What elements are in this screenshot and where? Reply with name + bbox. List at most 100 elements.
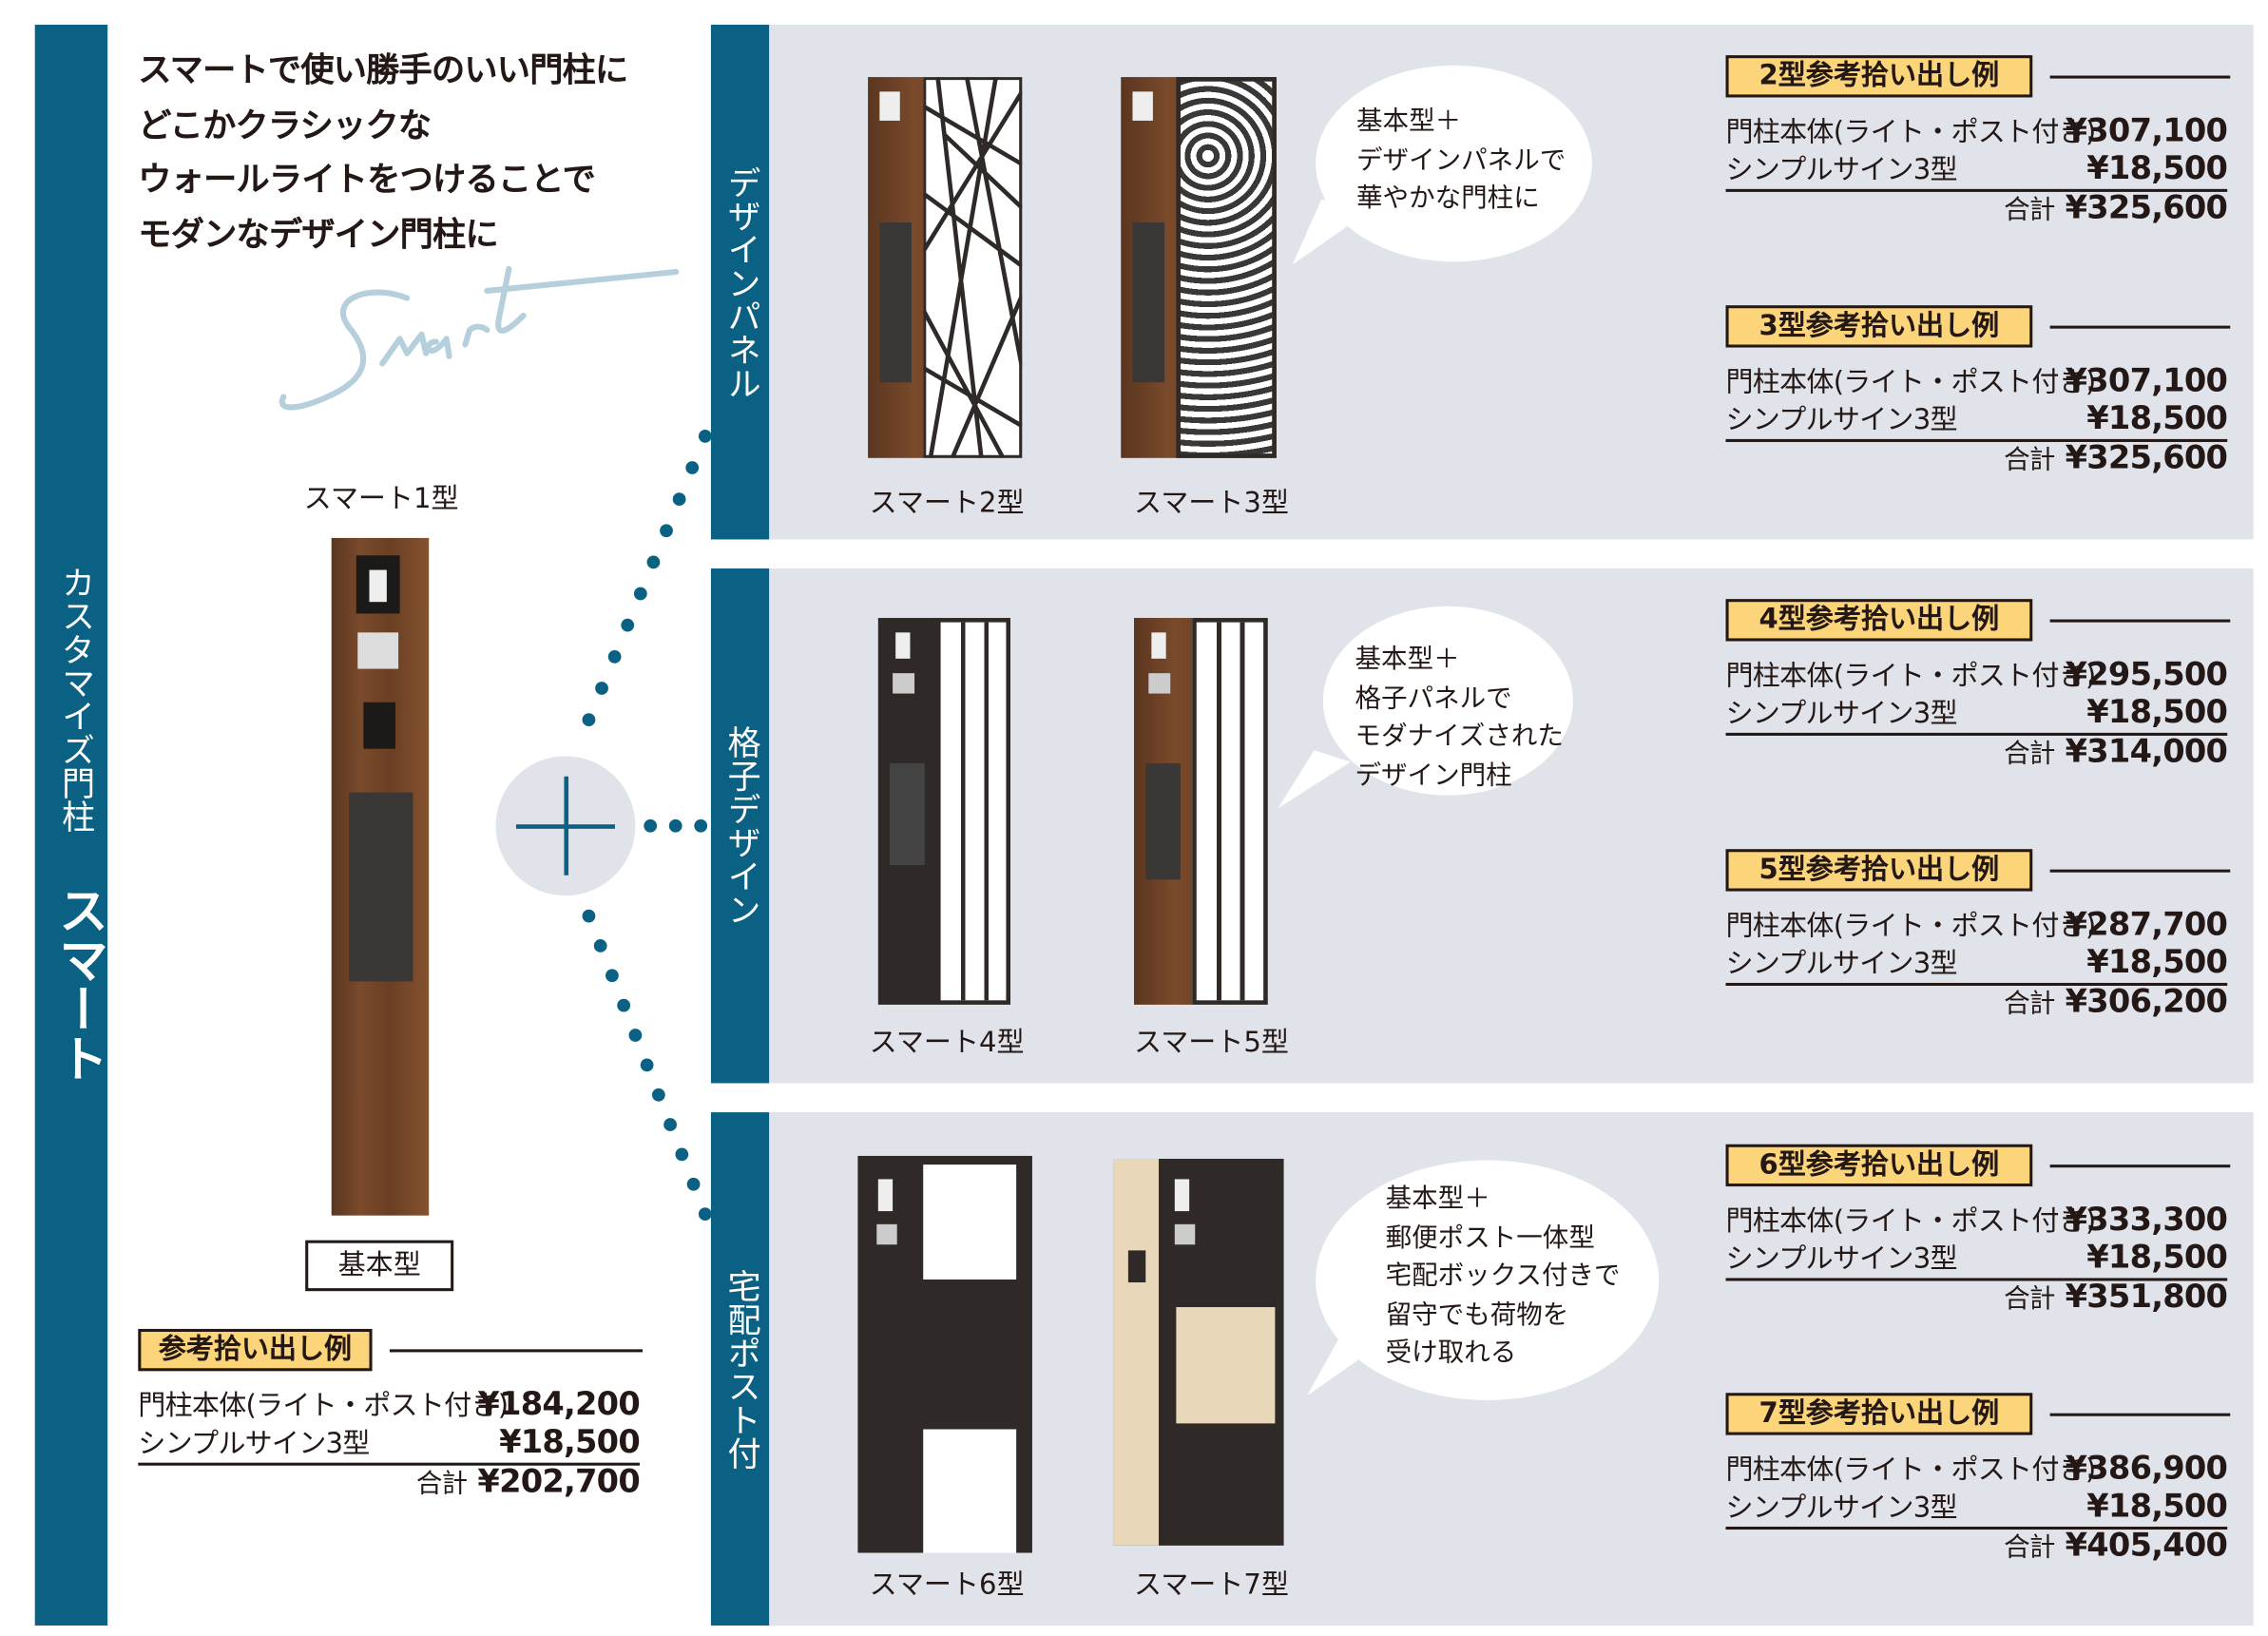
connector-dot [694, 818, 708, 833]
total-price: 合計 ¥351,800 [2004, 1279, 2228, 1317]
bubble-text: 基本型＋デザインパネルで華やかな門柱に [1356, 106, 1566, 214]
model-name-2: スマート2型 [869, 487, 1025, 520]
model-name-6: スマート6型 [869, 1569, 1025, 1601]
price-label: 7型参考拾い出し例 [1725, 1393, 2033, 1435]
price-label: 4型参考拾い出し例 [1725, 599, 2033, 642]
item-price: ¥386,900 [2065, 1451, 2228, 1488]
item-price: ¥295,500 [2065, 657, 2228, 694]
gatepost-image-6 [857, 1155, 1032, 1553]
connector-dot [663, 1118, 677, 1131]
bubble-text: 基本型＋格子パネルでモダナイズされたデザイン門柱 [1355, 644, 1564, 791]
item-name: シンプルサイン3型 [1725, 1242, 1958, 1276]
connector-dot [644, 818, 658, 833]
item-name: 門柱本体(ライト・ポスト付き) [1725, 366, 2097, 399]
plus-icon [495, 756, 636, 896]
total-price: 合計 ¥202,700 [415, 1464, 641, 1501]
section-tab: デザインパネル [710, 25, 770, 540]
connector-dot [633, 587, 647, 601]
model-name-4: スマート4型 [869, 1026, 1025, 1059]
model-name-7: スマート7型 [1134, 1569, 1289, 1601]
item-price: ¥287,700 [2065, 907, 2228, 944]
connector-dot [651, 1087, 665, 1102]
item-price: ¥18,500 [499, 1424, 641, 1462]
divider [2049, 1164, 2231, 1167]
category-label: カスタマイズ門柱 [55, 565, 93, 834]
item-price: ¥18,500 [2086, 401, 2228, 438]
item-name: シンプルサイン3型 [1725, 948, 1958, 980]
headline-line: ウォールライトをつけることで [138, 161, 596, 200]
connector-dot [582, 909, 596, 923]
item-name: 門柱本体(ライト・ポスト付き) [1725, 116, 2097, 149]
gatepost-image-4 [877, 618, 1011, 1005]
item-name: 門柱本体(ライト・ポスト付き) [1725, 1453, 2097, 1487]
item-name: シンプルサイン3型 [1725, 698, 1958, 730]
connector-dot [698, 429, 712, 443]
speech-bubble [1316, 1160, 1660, 1400]
item-name: 門柱本体(ライト・ポスト付き) [1725, 910, 2097, 943]
section-design-panel: デザインパネル スマート2型 スマート3型 基本型＋デザインパネルで華やかな門柱… [710, 25, 2254, 540]
divider [2049, 619, 2231, 622]
total-price: 合計 ¥314,000 [2004, 734, 2228, 771]
series-title: スマート [49, 885, 108, 1084]
divider [2049, 75, 2231, 78]
connector-dot [593, 939, 607, 953]
speech-bubble [1316, 65, 1592, 262]
price-label: 3型参考拾い出し例 [1725, 305, 2033, 348]
model-name-3: スマート3型 [1134, 487, 1289, 520]
gatepost-image-2 [868, 77, 1023, 458]
item-name: 門柱本体(ライト・ポスト付き) [1725, 660, 2097, 693]
item-name: 門柱本体(ライト・ポスト付き) [1725, 1204, 2097, 1238]
divider [2049, 1413, 2231, 1415]
connector-dot [607, 649, 622, 664]
item-name: シンプルサイン3型 [138, 1427, 370, 1460]
headline-line: スマートで使い勝手のいい門柱に [138, 52, 628, 90]
section-delivery-box: 宅配ポスト付 スマート6型 スマート7型 基本型＋郵便ポスト一体型宅配ボックス付… [710, 1112, 2254, 1626]
section-tab: 宅配ポスト付 [710, 1112, 770, 1626]
gatepost-image-1 [331, 537, 430, 1216]
connector-dot [582, 713, 596, 726]
connector-dot [640, 1058, 654, 1072]
gatepost-image-7 [1113, 1159, 1284, 1546]
divider [2049, 869, 2231, 872]
item-price: ¥18,500 [2086, 1240, 2228, 1277]
connector-dot [675, 1147, 689, 1162]
connector-dot [617, 998, 631, 1012]
connector-dot [660, 524, 673, 538]
item-name: 門柱本体(ライト・ポスト付き) [138, 1390, 509, 1422]
item-price: ¥18,500 [2086, 151, 2228, 188]
section-tab: 格子デザイン [710, 568, 770, 1084]
connector-dot [698, 1207, 712, 1222]
connector-dot [686, 1177, 701, 1191]
connector-dot [672, 492, 686, 507]
series-sidebar: カスタマイズ門柱 スマート [34, 25, 108, 1626]
total-price: 合計 ¥325,600 [2004, 190, 2228, 227]
connector-dot [646, 555, 661, 569]
bubble-text: 基本型＋郵便ポスト一体型宅配ボックス付きで留守でも荷物を受け取れる [1385, 1184, 1621, 1369]
headline: スマートで使い勝手のいい門柱に どこかクラシックな ウォールライトをつけることで… [138, 45, 628, 262]
item-price: ¥307,100 [2065, 363, 2228, 400]
item-name: シンプルサイン3型 [1725, 1492, 1958, 1524]
price-label: 参考拾い出し例 [138, 1328, 373, 1372]
total-price: 合計 ¥306,200 [2004, 984, 2228, 1021]
headline-line: どこかクラシックな [138, 106, 432, 145]
total-price: 合計 ¥405,400 [2004, 1528, 2228, 1565]
item-price: ¥307,100 [2065, 113, 2228, 150]
speech-bubble [1322, 606, 1573, 796]
total-price: 合計 ¥325,600 [2004, 440, 2228, 477]
item-price: ¥18,500 [2086, 695, 2228, 732]
gatepost-image-3 [1121, 77, 1277, 458]
base-type-tag: 基本型 [305, 1240, 454, 1292]
model-name-1: スマート1型 [303, 482, 459, 515]
connector-dot [595, 682, 608, 695]
item-name: シンプルサイン3型 [1725, 154, 1958, 186]
headline-line: モダンなデザイン門柱に [138, 216, 498, 254]
gatepost-image-5 [1134, 618, 1268, 1005]
connector-dot [685, 461, 700, 474]
item-name: シンプルサイン3型 [1725, 404, 1958, 436]
price-label: 2型参考拾い出し例 [1725, 55, 2033, 98]
price-label: 6型参考拾い出し例 [1725, 1144, 2033, 1187]
connector-dot [668, 818, 682, 833]
model-name-5: スマート5型 [1134, 1026, 1289, 1059]
item-price: ¥333,300 [2065, 1202, 2228, 1240]
item-price: ¥184,200 [477, 1387, 640, 1424]
